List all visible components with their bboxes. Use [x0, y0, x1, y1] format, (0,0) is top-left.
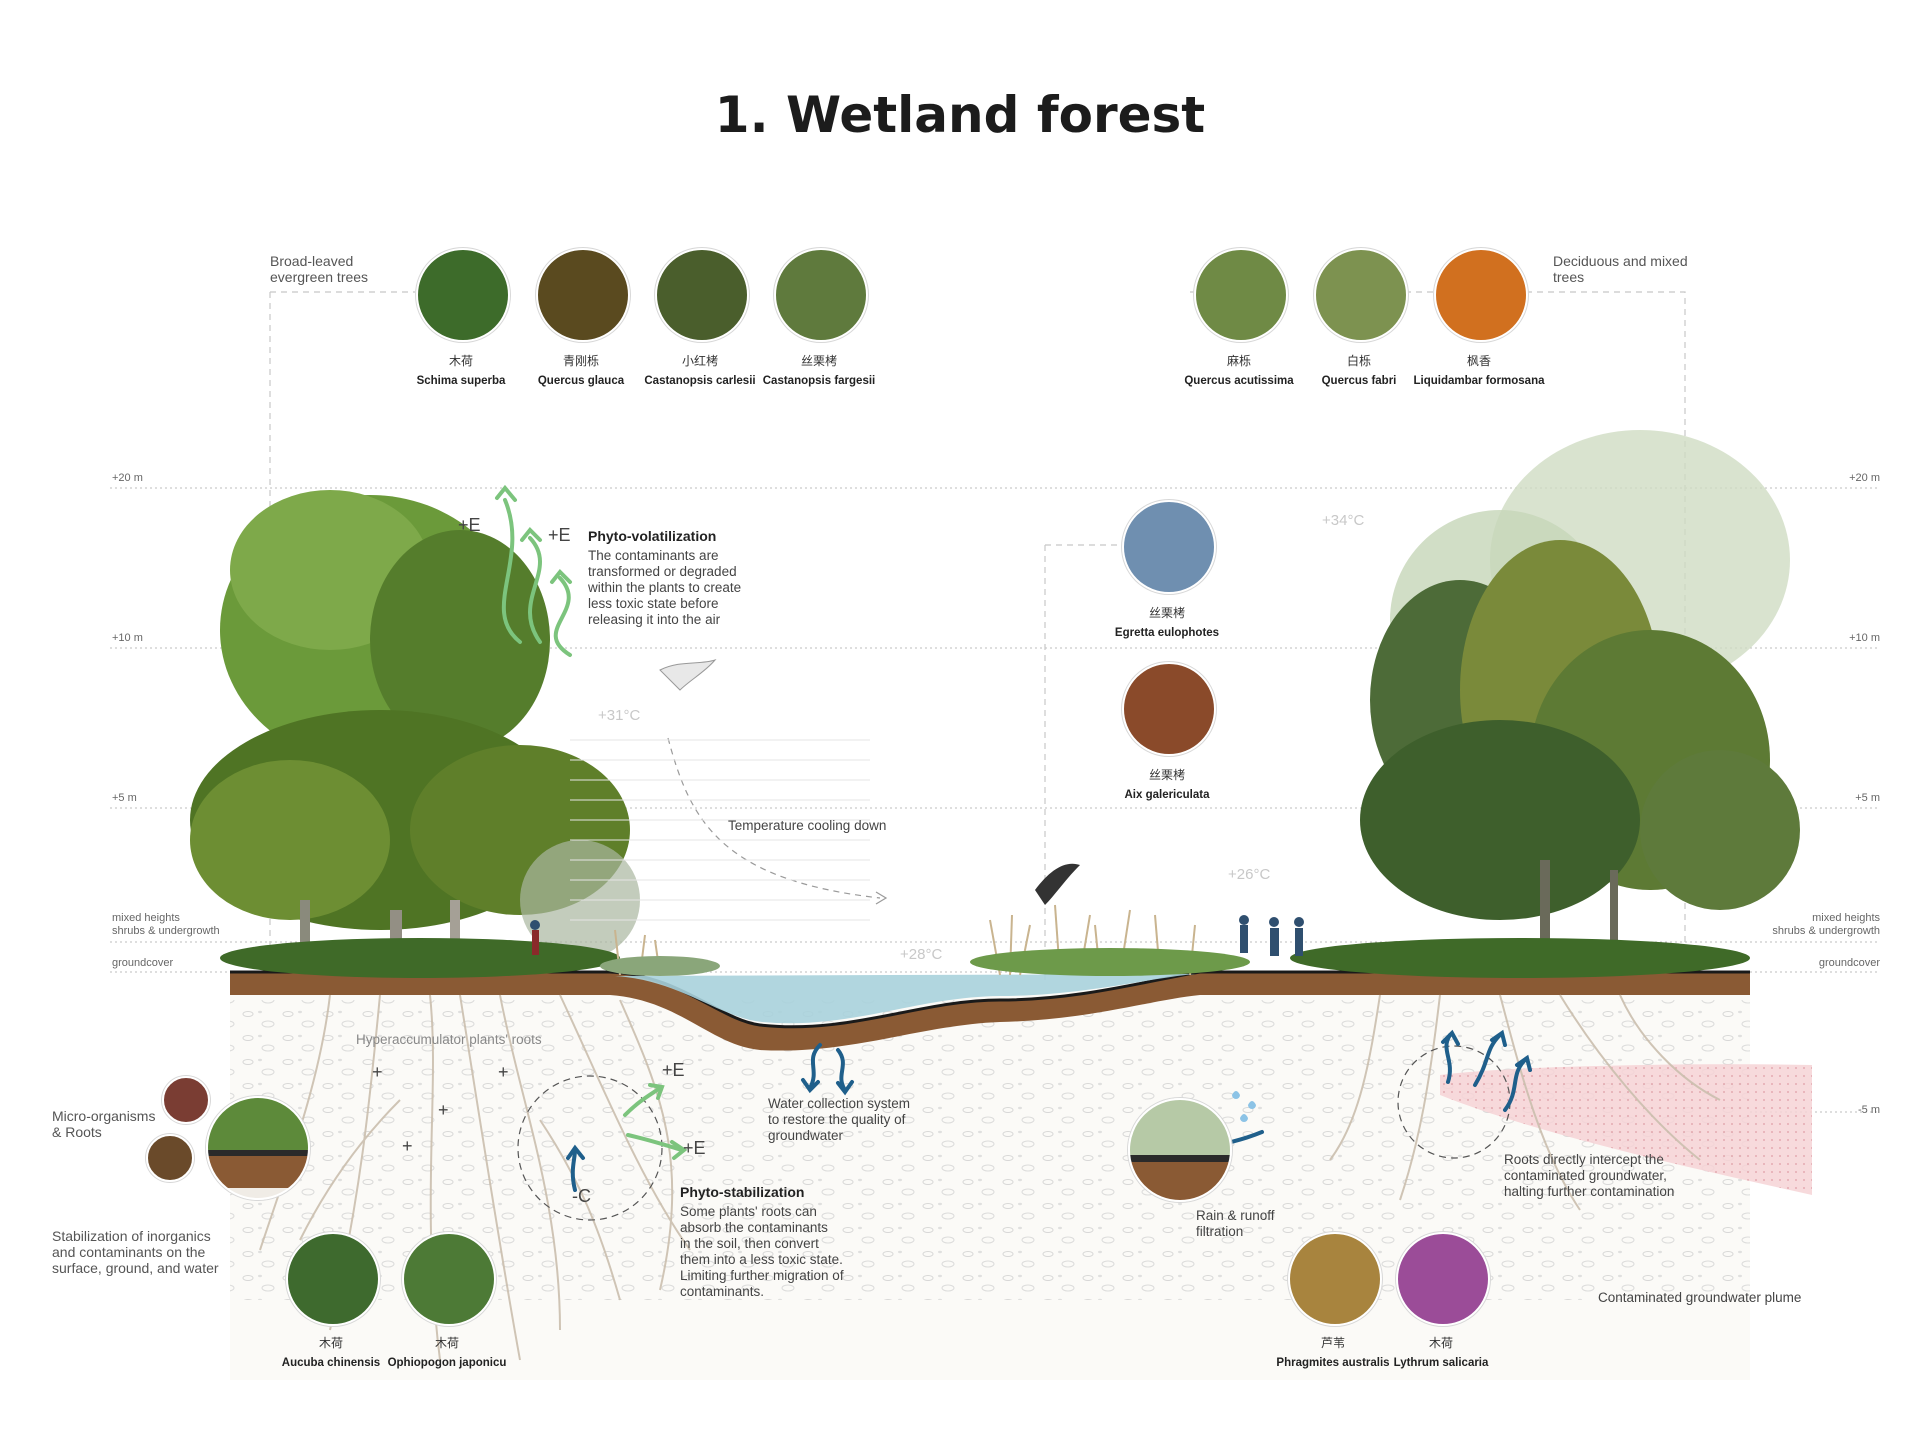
hyperaccumulator-roots-label: Hyperaccumulator plants' roots — [356, 1032, 542, 1047]
plus-sign: + — [498, 1062, 509, 1082]
shrubs-label-left: mixed heights shrubs & undergrowth — [112, 912, 220, 937]
page-title: 1. Wetland forest — [714, 86, 1206, 144]
ophiopogon-japonicu-photo — [402, 1232, 496, 1326]
quercus-acutissima-photo — [1194, 248, 1288, 342]
lythrum-salicaria-photo — [1396, 1232, 1490, 1326]
phyto-volatilization-title: Phyto-volatilization — [588, 528, 717, 544]
castanopsis-fargesii-photo — [774, 248, 868, 342]
shrubs-label-right: mixed heights shrubs & undergrowth — [1772, 912, 1880, 937]
phragmites-australis-photo — [1288, 1232, 1382, 1326]
egretta-eulophotes-photo — [1122, 500, 1216, 594]
phyto-stabilization-body: Some plants' roots can absorb the contam… — [680, 1204, 844, 1299]
phyto-volatilization-body: The contaminants are transformed or degr… — [588, 548, 742, 627]
contaminated-plume-label: Contaminated groundwater plume — [1598, 1290, 1802, 1305]
height-label-5m-right: +5 m — [1855, 792, 1880, 804]
height-label-20m-left: +20 m — [112, 472, 143, 484]
quercus-glauca-photo — [536, 248, 630, 342]
roots-intercept-note: Roots directly intercept the contaminate… — [1504, 1152, 1675, 1199]
soil-section-photo — [206, 1096, 310, 1200]
micro-organisms-label: Micro-organisms & Roots — [52, 1108, 156, 1140]
rain-runoff-note: Rain & runoff filtration — [1196, 1208, 1275, 1239]
temp-28c: +28°C — [900, 946, 943, 963]
plus-e-sign: +E — [683, 1138, 706, 1158]
stabilization-label: Stabilization of inorganics and contamin… — [52, 1228, 219, 1276]
height-label-20m-right: +20 m — [1849, 472, 1880, 484]
temperature-cooling-note: Temperature cooling down — [728, 818, 887, 833]
plus-e-sign: +E — [458, 515, 481, 535]
height-label-5m-left: +5 m — [112, 792, 137, 804]
schima-superba-photo — [416, 248, 510, 342]
plus-sign: + — [372, 1062, 383, 1082]
quercus-fabri-photo — [1314, 248, 1408, 342]
plus-sign: + — [402, 1136, 413, 1156]
plus-e-sign: +E — [662, 1060, 685, 1080]
minus-c-sign: -C — [572, 1186, 591, 1206]
groundcover-label-right: groundcover — [1818, 957, 1880, 969]
temp-34c: +34°C — [1322, 512, 1365, 529]
phyto-stabilization-title: Phyto-stabilization — [680, 1184, 805, 1200]
groundcover-label-left: groundcover — [112, 957, 174, 969]
plus-sign: + — [438, 1100, 449, 1120]
aucuba-chinensis-photo — [286, 1232, 380, 1326]
plus-e-sign: +E — [548, 525, 571, 545]
right-trees — [1290, 430, 1800, 978]
micro-organisms-photo — [162, 1076, 210, 1124]
water-collection-note: Water collection system to restore the q… — [768, 1096, 911, 1143]
temp-31c: +31°C — [598, 707, 641, 724]
temp-26c: +26°C — [1228, 866, 1271, 883]
evergreen-group-label: Broad-leaved evergreen trees — [270, 253, 369, 285]
deciduous-group-label: Deciduous and mixed trees — [1553, 253, 1688, 285]
aix-galericulata-photo — [1122, 662, 1216, 756]
liquidambar-formosana-photo — [1434, 248, 1528, 342]
rain-runoff-photo — [1128, 1098, 1232, 1202]
roots-photo — [146, 1134, 194, 1182]
left-trees — [190, 490, 640, 978]
castanopsis-carlesii-photo — [655, 248, 749, 342]
height-label-minus5m: -5 m — [1858, 1104, 1880, 1116]
height-label-10m-right: +10 m — [1849, 632, 1880, 644]
height-label-10m-left: +10 m — [112, 632, 143, 644]
